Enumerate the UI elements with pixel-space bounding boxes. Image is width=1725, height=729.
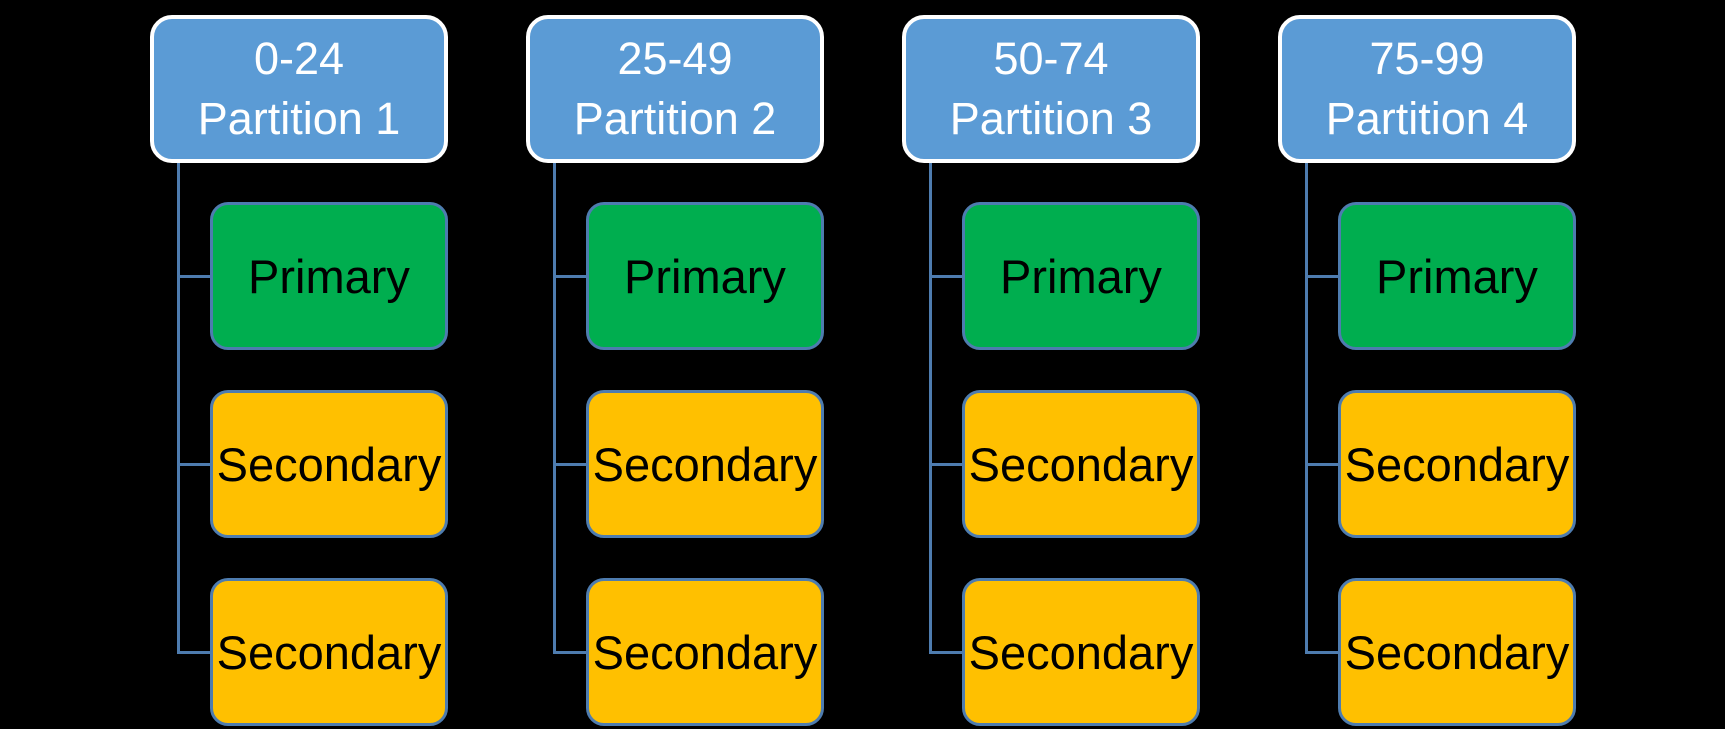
secondary-node-label: Secondary [216, 437, 442, 491]
connector-line-secondary-1 [929, 463, 962, 466]
partition-column-3: 50-74 Partition 3 Primary Secondary Seco… [902, 0, 1200, 729]
secondary-node: Secondary [586, 578, 824, 726]
secondary-node: Secondary [210, 578, 448, 726]
connector-line-vertical [553, 163, 556, 653]
connector-line-vertical [929, 163, 932, 653]
partition-column-2: 25-49 Partition 2 Primary Secondary Seco… [526, 0, 824, 729]
connector-line-primary [177, 275, 210, 278]
primary-node: Primary [210, 202, 448, 350]
primary-node-label: Primary [1376, 249, 1538, 303]
partition-name-label: Partition 4 [1325, 93, 1529, 144]
partition-range-label: 50-74 [993, 33, 1109, 84]
connector-line-secondary-1 [553, 463, 586, 466]
partition-column-4: 75-99 Partition 4 Primary Secondary Seco… [1278, 0, 1576, 729]
secondary-node: Secondary [586, 390, 824, 538]
primary-node-label: Primary [624, 249, 786, 303]
primary-node: Primary [962, 202, 1200, 350]
secondary-node-label: Secondary [1344, 437, 1570, 491]
secondary-node: Secondary [962, 390, 1200, 538]
secondary-node-label: Secondary [1344, 625, 1570, 679]
partition-name-label: Partition 3 [949, 93, 1153, 144]
connector-line-primary [1305, 275, 1338, 278]
secondary-node-label: Secondary [592, 625, 818, 679]
primary-node: Primary [1338, 202, 1576, 350]
partition-header: 25-49 Partition 2 [526, 15, 824, 163]
secondary-node-label: Secondary [968, 625, 1194, 679]
secondary-node-label: Secondary [592, 437, 818, 491]
partition-range-label: 75-99 [1369, 33, 1485, 84]
connector-line-vertical [1305, 163, 1308, 653]
partition-range-label: 0-24 [253, 33, 345, 84]
partition-header: 0-24 Partition 1 [150, 15, 448, 163]
primary-node-label: Primary [1000, 249, 1162, 303]
primary-node-label: Primary [248, 249, 410, 303]
connector-line-secondary-1 [177, 463, 210, 466]
partition-header: 75-99 Partition 4 [1278, 15, 1576, 163]
secondary-node: Secondary [1338, 390, 1576, 538]
secondary-node-label: Secondary [216, 625, 442, 679]
secondary-node: Secondary [962, 578, 1200, 726]
partition-column-1: 0-24 Partition 1 Primary Secondary Secon… [150, 0, 448, 729]
connector-line-secondary-1 [1305, 463, 1338, 466]
connector-line-secondary-2 [553, 651, 586, 654]
partition-header: 50-74 Partition 3 [902, 15, 1200, 163]
connector-line-secondary-2 [1305, 651, 1338, 654]
connector-line-primary [553, 275, 586, 278]
primary-node: Primary [586, 202, 824, 350]
connector-line-secondary-2 [929, 651, 962, 654]
secondary-node-label: Secondary [968, 437, 1194, 491]
partition-name-label: Partition 2 [573, 93, 777, 144]
connector-line-secondary-2 [177, 651, 210, 654]
secondary-node: Secondary [210, 390, 448, 538]
partition-name-label: Partition 1 [197, 93, 401, 144]
secondary-node: Secondary [1338, 578, 1576, 726]
partition-range-label: 25-49 [617, 33, 733, 84]
connector-line-primary [929, 275, 962, 278]
connector-line-vertical [177, 163, 180, 653]
